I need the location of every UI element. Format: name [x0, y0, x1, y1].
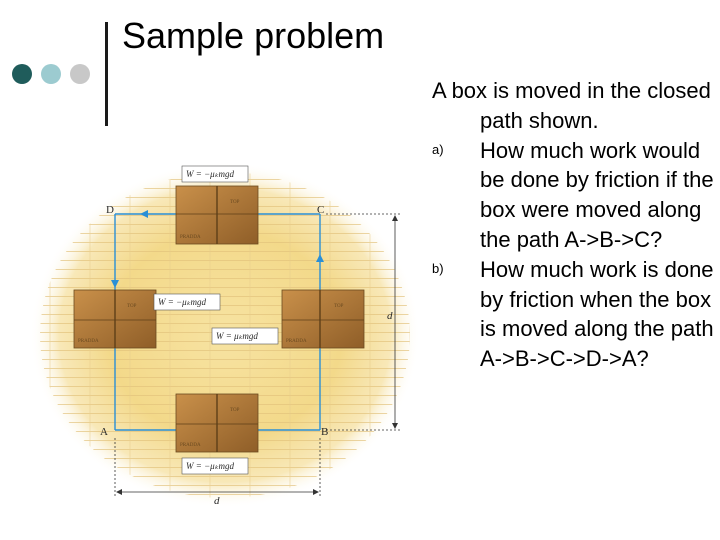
slide-title: Sample problem [122, 15, 385, 56]
work-label-top: W = −μₖmgd [181, 165, 249, 183]
part-b-text: How much work is done by friction when t… [480, 256, 714, 372]
part-a-marker: a) [432, 141, 444, 157]
bullet-dot-2 [41, 64, 61, 84]
corner-label-b: B [321, 426, 328, 438]
bullet-dot-1 [12, 64, 32, 84]
work-label-bottom-text: W = −μₖmgd [186, 461, 234, 471]
work-label-middle-text: W = μₖmgd [216, 331, 258, 341]
box-face-label: PRADDA [180, 235, 201, 240]
box-bottom-face-label: PRADDA [180, 443, 201, 448]
work-label-middle: W = μₖmgd [211, 327, 279, 345]
dimension-arrowheads [116, 215, 398, 495]
problem-part-b: b) How much work is done by friction whe… [432, 255, 717, 374]
work-label-left: W = −μₖmgd [153, 293, 221, 311]
bullet-dot-3 [70, 64, 90, 84]
problem-intro: A box is moved in the closed path shown. [432, 78, 711, 133]
dimension-lines [114, 213, 402, 498]
path-diagram-svg: A B C D d d TOP PRADDA [30, 162, 420, 507]
box-left: TOP PRADDA [73, 289, 157, 349]
part-a-text: How much work would be done by friction … [480, 137, 714, 252]
dimension-label-right: d [387, 310, 393, 322]
box-right: TOP PRADDA [281, 289, 365, 349]
corner-label-d: D [106, 204, 114, 216]
corner-label-a: A [100, 426, 108, 438]
box-bottom: TOP PRADDA [175, 393, 259, 453]
box-top: TOP PRADDA [175, 185, 259, 245]
box-right-top-label: TOP [334, 304, 344, 309]
work-label-top-text: W = −μₖmgd [186, 169, 234, 179]
box-left-face-label: PRADDA [78, 339, 99, 344]
problem-text: A box is moved in the closed path shown.… [432, 76, 717, 374]
work-label-left-text: W = −μₖmgd [158, 297, 206, 307]
part-b-marker: b) [432, 260, 444, 276]
box-top-label: TOP [230, 200, 240, 205]
problem-part-a: a) How much work would be done by fricti… [432, 136, 717, 255]
corner-label-c: C [317, 204, 324, 216]
box-right-face-label: PRADDA [286, 339, 307, 344]
box-left-top-label: TOP [127, 304, 137, 309]
box-bottom-top-label: TOP [230, 408, 240, 413]
work-label-bottom: W = −μₖmgd [181, 457, 249, 475]
title-divider [105, 22, 108, 126]
dimension-label-bottom: d [214, 495, 220, 507]
path-diagram: A B C D d d TOP PRADDA [30, 162, 420, 507]
